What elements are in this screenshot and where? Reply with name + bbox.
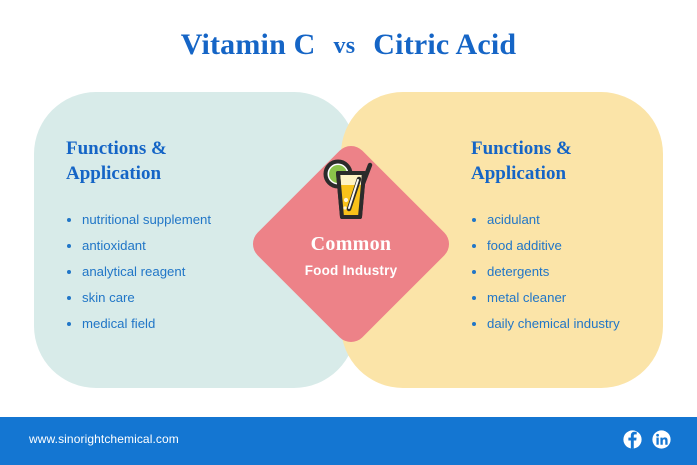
list-item: acidulant — [471, 212, 620, 227]
page-title: Vitamin C vs Citric Acid — [0, 28, 697, 62]
list-item: antioxidant — [66, 238, 211, 253]
facebook-icon[interactable] — [623, 430, 642, 449]
list-item: daily chemical industry — [471, 316, 620, 331]
list-item: food additive — [471, 238, 620, 253]
right-panel-content: Functions & Application acidulant food a… — [471, 136, 620, 342]
right-panel-list: acidulant food additive detergents metal… — [471, 212, 620, 331]
list-item: skin care — [66, 290, 211, 305]
title-vs-separator: vs — [333, 33, 356, 59]
list-item: nutritional supplement — [66, 212, 211, 227]
linkedin-icon[interactable] — [652, 430, 671, 449]
footer-bar: www.sinorightchemical.com — [0, 417, 697, 465]
right-heading-line-2: Application — [471, 163, 567, 184]
right-heading-line-1: Functions & — [471, 138, 572, 159]
right-panel-heading: Functions & Application — [471, 136, 620, 186]
list-item: medical field — [66, 316, 211, 331]
footer-social-links — [623, 430, 671, 449]
left-panel-heading: Functions & Application — [66, 136, 211, 186]
list-item: analytical reagent — [66, 264, 211, 279]
left-panel-content: Functions & Application nutritional supp… — [66, 136, 211, 342]
list-item: detergents — [471, 264, 620, 279]
left-heading-line-2: Application — [66, 163, 162, 184]
left-panel-list: nutritional supplement antioxidant analy… — [66, 212, 211, 331]
title-right-term: Citric Acid — [373, 28, 517, 61]
list-item: metal cleaner — [471, 290, 620, 305]
left-heading-line-1: Functions & — [66, 138, 167, 159]
title-left-term: Vitamin C — [180, 28, 316, 61]
footer-website-url[interactable]: www.sinorightchemical.com — [29, 432, 179, 446]
